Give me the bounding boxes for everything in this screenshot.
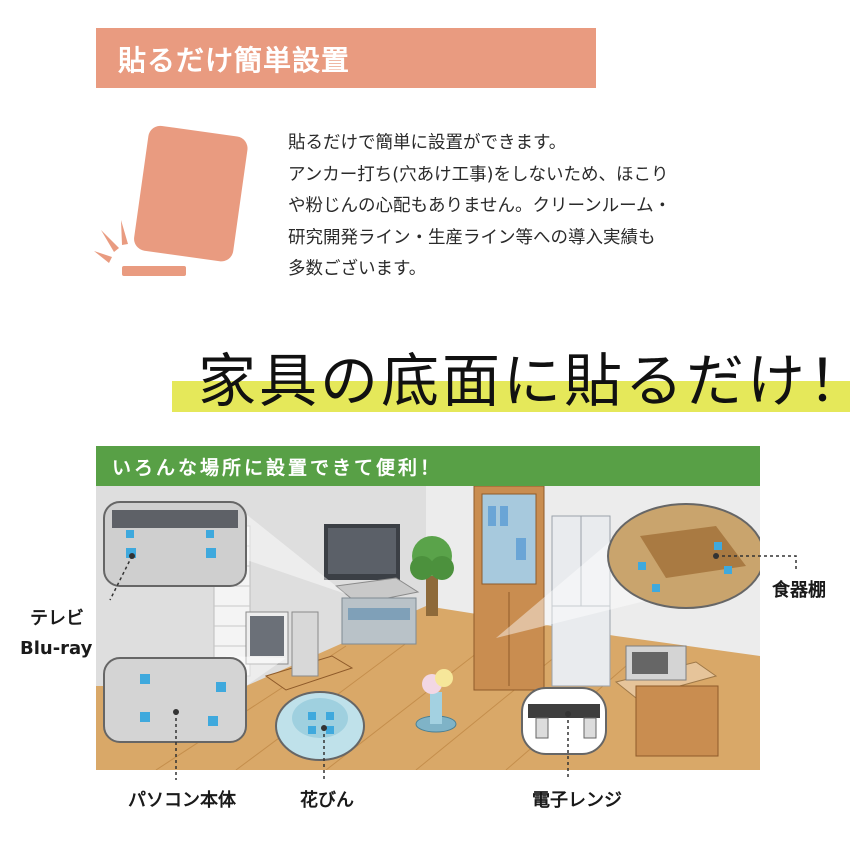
description-line: 多数ございます。 xyxy=(288,259,427,279)
label-pc: パソコン本体 xyxy=(128,790,236,811)
description-line: 貼るだけで簡単に設置ができます。 xyxy=(288,133,567,153)
description-line: 研究開発ライン・生産ライン等への導入実績も xyxy=(288,227,656,248)
label-microwave: 電子レンジ xyxy=(532,790,622,811)
headline-highlight xyxy=(172,381,850,412)
label-bluray: Blu-ray xyxy=(20,638,93,659)
description-line: や粉じんの心配もありません。クリーンルーム・ xyxy=(288,196,672,216)
section-title: 貼るだけ簡単設置 xyxy=(118,44,351,77)
label-tv: テレビ xyxy=(30,608,84,629)
locations-banner xyxy=(96,446,760,486)
room-illustration xyxy=(96,486,760,770)
label-cupboard: 食器棚 xyxy=(772,580,826,601)
description: 貼るだけで簡単に設置ができます。 アンカー打ち(穴あけ工事)をしないため、ほこり… xyxy=(288,128,788,286)
description-line: アンカー打ち(穴あけ工事)をしないため、ほこり xyxy=(288,164,669,185)
locations-banner-title: いろんな場所に設置できて便利！ xyxy=(112,457,443,479)
label-vase: 花びん xyxy=(300,790,354,811)
section-banner xyxy=(96,28,596,88)
headline: 家具の底面に貼るだけ！ xyxy=(198,347,850,415)
adhesive-pad-icon xyxy=(94,125,248,276)
